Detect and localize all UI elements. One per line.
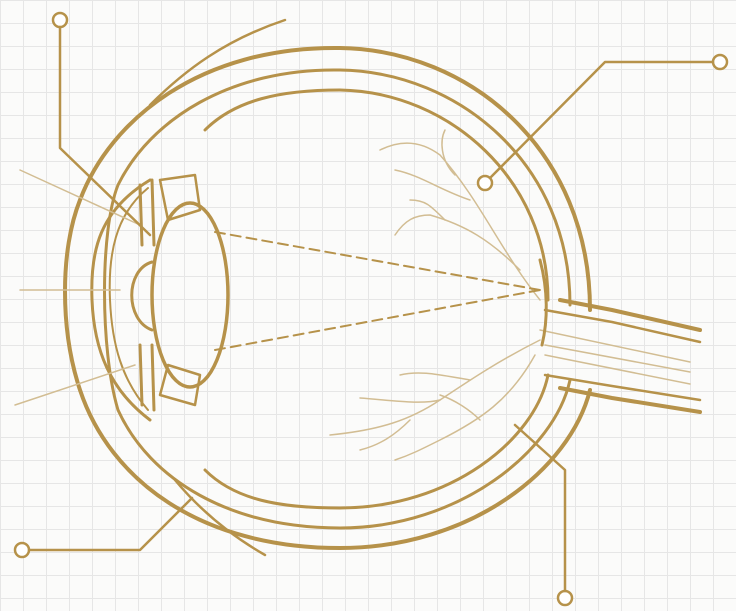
retina-layer (205, 90, 548, 508)
callout-bottom-left-marker (15, 543, 29, 557)
lens-front-bulge (132, 262, 152, 330)
iris-lower (140, 345, 154, 410)
callout-top-right-anchor (478, 176, 492, 190)
callout-top-left-marker (53, 13, 67, 27)
callout-top-left-line (60, 27, 150, 235)
optic-nerve-lower (560, 388, 700, 412)
callout-bottom-right-marker (558, 591, 572, 605)
callout-top-right-marker (713, 55, 727, 69)
callout-bottom-left (15, 498, 192, 557)
focal-lines (215, 232, 540, 350)
callout-bottom-right (515, 425, 572, 605)
optic-nerve-fibers (540, 330, 690, 384)
sclera-outer (65, 48, 590, 548)
lens (152, 203, 228, 387)
ciliary-body-upper (160, 175, 200, 220)
callout-bottom-left-line (29, 498, 192, 550)
choroid-layer (105, 70, 571, 528)
